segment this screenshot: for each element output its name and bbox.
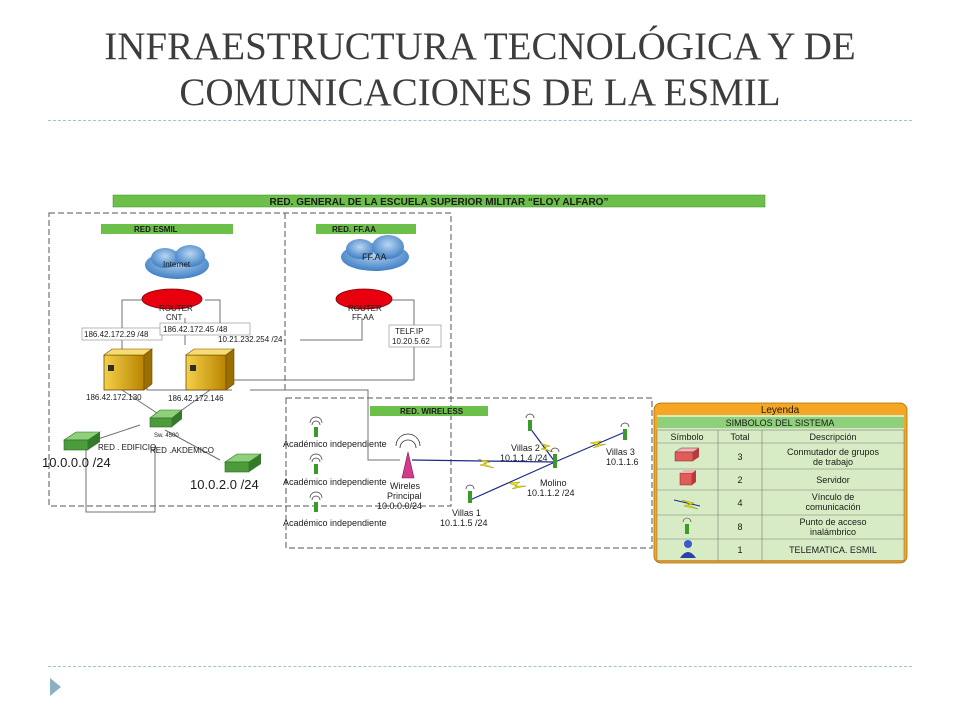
router-ffaa-label2: FF.AA — [352, 313, 374, 322]
red-esmil-label: RED ESMIL — [134, 225, 178, 234]
villas2-label2: 10.1.1.4 /24 — [500, 453, 548, 463]
banner-bar — [112, 194, 766, 208]
antenna-icon — [682, 517, 692, 534]
ap-academico-3: Académico independiente — [283, 518, 387, 528]
lightning-link-icon — [673, 499, 701, 510]
legend-row-1-total: 3 — [737, 452, 742, 462]
antenna-icon — [465, 484, 475, 503]
slide-title-line-2: COMUNICACIONES DE LA ESMIL — [179, 71, 781, 114]
server-icon — [679, 470, 696, 486]
villas3-label1: Villas 3 — [606, 447, 635, 457]
legend-row-1-desc1: Conmutador de grupos — [787, 447, 880, 457]
ip-cnt-right: 186.42.172.45 /48 — [163, 325, 228, 334]
wireless-principal-label3: 10.0.0.0/24 — [377, 501, 422, 511]
legend-row-3-total: 4 — [737, 498, 742, 508]
villas1-label1: Villas 1 — [452, 508, 481, 518]
legend-row-2-total: 2 — [737, 475, 742, 485]
villas3-label2: 10.1.1.6 — [606, 457, 639, 467]
legend-row-2-desc1: Servidor — [816, 475, 850, 485]
slide-title-line-1: INFRAESTRUCTURA TECNOLÓGICA Y DE — [104, 25, 856, 68]
legend-row-5-desc1: TELEMATICA. ESMIL — [789, 545, 877, 555]
switch-icon — [674, 447, 700, 462]
antenna-icon — [620, 422, 630, 440]
wireless-principal-antenna-icon — [395, 433, 421, 479]
switch-edificio-icon — [63, 431, 101, 451]
red-ffaa-label: RED. FF.AA — [332, 225, 376, 234]
router-cnt-label1: ROUTER — [159, 304, 193, 313]
ip-cnt-left: 186.42.172.29 /48 — [84, 330, 149, 339]
red-academico-label: RED .AKDEMICO — [150, 446, 214, 455]
legend-subtitle: SIMBOLOS DEL SISTEMA — [726, 418, 835, 428]
villas2-label1: Villas 2 — [511, 443, 540, 453]
antenna-icon — [525, 413, 535, 431]
legend-row-4-desc2: inalámbrico — [810, 527, 856, 537]
legend-row-4-total: 8 — [737, 522, 742, 532]
ip-box-right — [159, 322, 251, 336]
bottom-divider — [48, 666, 912, 667]
slide-title: INFRAESTRUCTURA TECNOLÓGICA Y DE COMUNIC… — [0, 24, 960, 116]
router-cnt-icon — [141, 288, 203, 310]
core-switch-icon — [149, 409, 183, 428]
cloud-ffaa-label: FF.AA — [362, 252, 387, 262]
wireless-links — [411, 427, 626, 501]
top-divider — [48, 120, 912, 121]
telf-ip-box — [388, 324, 442, 348]
ap-academico-2: Académico independiente — [283, 477, 387, 487]
legend-row-5-total: 1 — [737, 545, 742, 555]
antenna-icon — [309, 491, 323, 512]
red-wireless-tag — [370, 406, 488, 416]
antenna-icon — [550, 447, 560, 468]
red-edificio-label: RED . EDIFICIO — [98, 443, 156, 452]
legend-header-symbol: Símbolo — [670, 432, 703, 442]
banner-text: RED. GENERAL DE LA ESCUELA SUPERIOR MILI… — [270, 197, 609, 208]
red-esmil-tag — [101, 224, 233, 234]
core-switch-label: Sw. 4500 — [154, 433, 179, 439]
server-icon — [185, 348, 235, 391]
next-slide-arrow-icon[interactable] — [50, 678, 61, 696]
ip-ffaa-link: 10.21.232.254 /24 — [218, 335, 283, 344]
red-ffaa-tag — [316, 224, 416, 234]
subnet-edificio: 10.0.0.0 /24 — [42, 455, 111, 470]
antenna-icon — [309, 453, 323, 474]
cloud-internet-label: Internet — [163, 260, 191, 269]
legend-row-3-desc1: Vínculo de — [812, 492, 855, 502]
switch-academico-icon — [224, 453, 262, 473]
wireless-principal-label2: Principal — [387, 491, 422, 501]
server-icon — [103, 348, 153, 391]
legend-row-3-desc2: comunicación — [805, 502, 860, 512]
router-ffaa-label1: ROUTER — [348, 304, 382, 313]
molino-label1: Molino — [540, 478, 567, 488]
router-cnt-label2: CNT — [166, 313, 183, 322]
user-icon — [680, 540, 696, 558]
telf-ip-line2: 10.20.5.62 — [392, 337, 430, 346]
esmil-zone-border — [48, 212, 452, 507]
villas1-label2: 10.1.1.5 /24 — [440, 518, 488, 528]
legend-header-desc: Descripción — [809, 432, 856, 442]
legend-panel: Leyenda SIMBOLOS DEL SISTEMA Símbolo Tot… — [653, 402, 908, 564]
legend-row-4-desc1: Punto de acceso — [799, 517, 866, 527]
legend-header-total: Total — [730, 432, 749, 442]
telf-ip-line1: TELF.IP — [395, 327, 423, 336]
router-ffaa-icon — [335, 288, 393, 310]
ffaa-cloud-icon — [341, 235, 409, 271]
internet-cloud-icon — [145, 245, 209, 279]
subnet-academico: 10.0.2.0 /24 — [190, 477, 259, 492]
wireless-zone-border — [285, 397, 653, 549]
red-wireless-label: RED. WIRELESS — [400, 407, 464, 416]
antenna-icon — [309, 416, 323, 437]
legend-title: Leyenda — [761, 405, 800, 416]
molino-label2: 10.1.1.2 /24 — [527, 488, 575, 498]
lightning-link-icon — [477, 440, 607, 490]
server2-ip: 186.42.172.146 — [168, 394, 224, 403]
legend-row-1-desc2: de trabajo — [813, 457, 853, 467]
ap-academico-1: Académico independiente — [283, 439, 387, 449]
wireless-principal-label1: Wireles — [390, 481, 421, 491]
server1-ip: 186.42.172.130 — [86, 393, 142, 402]
